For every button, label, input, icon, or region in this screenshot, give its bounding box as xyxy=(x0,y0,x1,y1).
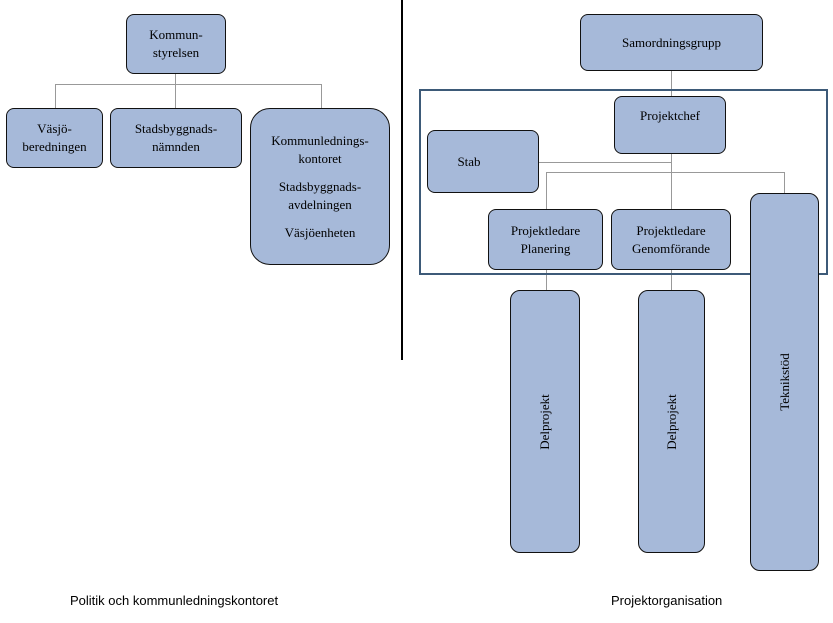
connector xyxy=(537,162,671,163)
node-teknikstod: Teknikstöd xyxy=(750,193,819,571)
node-label: Teknikstöd xyxy=(776,353,792,411)
connector xyxy=(546,270,547,291)
node-projektchef: Projektchef xyxy=(614,96,726,154)
node-samordningsgrupp: Samordningsgrupp xyxy=(580,14,763,71)
node-projektledare-genomforande: Projektledare Genomförande xyxy=(611,209,731,270)
connector xyxy=(175,84,176,108)
node-label: Samordningsgrupp xyxy=(622,34,721,50)
node-label: kontoret xyxy=(298,150,342,166)
connector xyxy=(55,84,56,108)
connector xyxy=(321,84,322,108)
node-delprojekt-1: Delprojekt xyxy=(510,290,580,553)
node-kommunstyrelsen: Kommun- styrelsen xyxy=(126,14,226,74)
node-vasjo-beredningen: Väsjö- beredningen xyxy=(6,108,103,168)
section-divider xyxy=(401,0,403,360)
node-label: Kommunlednings- xyxy=(271,132,369,148)
connector xyxy=(671,153,672,210)
node-label: avdelningen xyxy=(288,196,352,212)
node-label: Projektchef xyxy=(640,108,700,123)
caption-right: Projektorganisation xyxy=(611,593,723,608)
node-delprojekt-2: Delprojekt xyxy=(638,290,705,553)
node-label: nämnden xyxy=(152,139,200,154)
node-label: Delprojekt xyxy=(537,393,552,450)
node-label: Genomförande xyxy=(632,240,710,256)
node-label: beredningen xyxy=(22,139,87,154)
connector xyxy=(546,172,784,173)
node-label: Väsjöenheten xyxy=(284,224,356,240)
project-leadership-frame xyxy=(419,89,828,275)
connector xyxy=(55,84,321,85)
node-label: styrelsen xyxy=(152,45,200,60)
connector xyxy=(175,73,176,85)
node-label: Stab xyxy=(457,153,481,169)
caption-left: Politik och kommunledningskontoret xyxy=(70,593,279,608)
node-label: Kommun- xyxy=(149,27,203,42)
node-label: Projektledare xyxy=(636,222,706,238)
node-label: Planering xyxy=(520,240,571,256)
node-label: Delprojekt xyxy=(663,393,679,450)
node-projektledare-planering: Projektledare Planering xyxy=(488,209,603,270)
node-label: Projektledare xyxy=(510,222,581,238)
connector xyxy=(784,172,785,194)
node-stadsbyggnadsnamnden: Stadsbyggnads- nämnden xyxy=(110,108,242,168)
connector xyxy=(671,69,672,96)
node-label: Väsjö- xyxy=(37,121,72,136)
node-label: Stadsbyggnads- xyxy=(134,121,218,136)
connector xyxy=(671,270,672,291)
connector xyxy=(546,172,547,210)
node-kommunledningskontoret: Kommunlednings- kontoret Stadsbyggnads- … xyxy=(250,108,390,265)
node-stab: Stab xyxy=(427,130,539,193)
node-label: Stadsbyggnads- xyxy=(278,178,362,194)
